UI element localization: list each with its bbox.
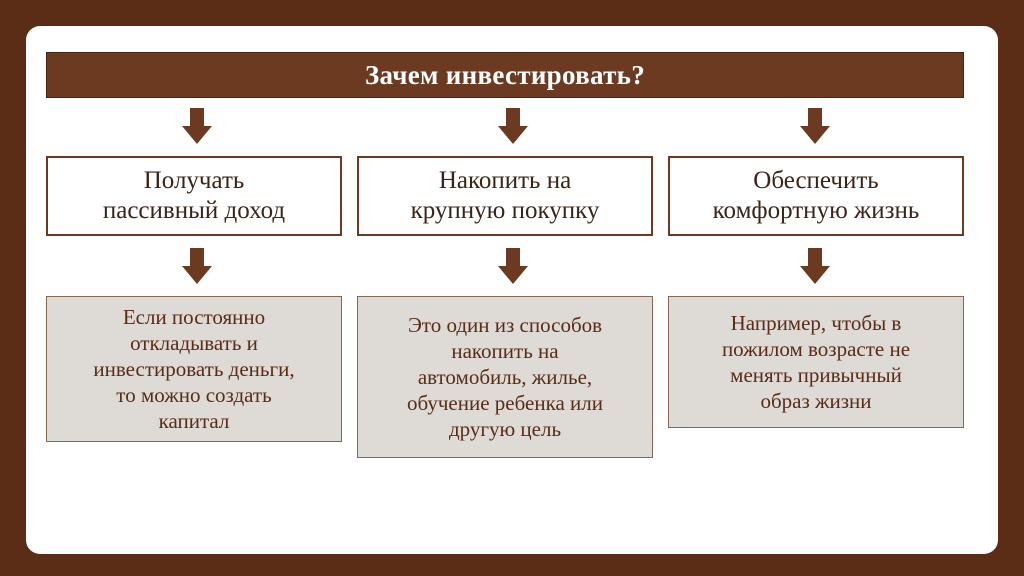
description-box-passive-income: Если постоянно откладывать и инвестирова… xyxy=(46,296,342,442)
heading-box-comfortable-life: Обеспечить комфортную жизнь xyxy=(668,156,964,236)
down-arrow-icon xyxy=(182,248,212,284)
down-arrow-icon xyxy=(182,108,212,144)
description-box-big-purchase: Это один из способов накопить на автомоб… xyxy=(357,296,653,458)
down-arrow-icon xyxy=(498,248,528,284)
down-arrow-icon xyxy=(800,108,830,144)
down-arrow-icon xyxy=(800,248,830,284)
slide-card xyxy=(26,26,998,554)
description-box-comfortable-life: Например, чтобы в пожилом возрасте не ме… xyxy=(668,296,964,428)
down-arrow-icon xyxy=(498,108,528,144)
diagram-title: Зачем инвестировать? xyxy=(46,52,964,98)
heading-box-big-purchase: Накопить на крупную покупку xyxy=(357,156,653,236)
heading-box-passive-income: Получать пассивный доход xyxy=(46,156,342,236)
